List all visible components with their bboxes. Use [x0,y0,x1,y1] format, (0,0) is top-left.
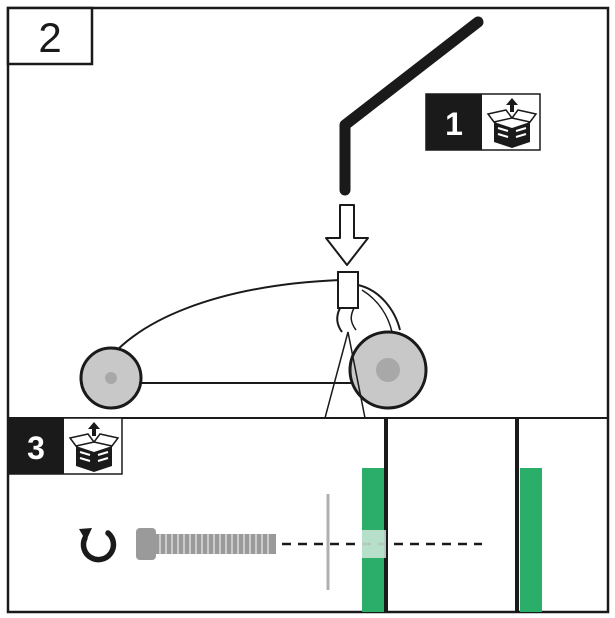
rotate-clockwise-icon [79,528,117,563]
rear-wheel [348,330,428,410]
frame-rail-right [515,418,542,612]
zoom-indicator [324,331,366,419]
callout-1: 1 [425,93,541,151]
down-arrow-icon [325,204,369,266]
callout-3-badge [8,418,64,474]
callout-3-number: 3 [27,430,45,466]
step-number-box: 2 [6,6,94,66]
parts-box-icon [68,422,120,472]
bolt [136,528,276,560]
bolt-hole [362,530,386,558]
front-wheel [79,346,143,410]
parts-box-icon [486,98,538,148]
handle-bracket [337,271,359,309]
step-number: 2 [38,14,61,61]
callout-1-number: 1 [445,106,463,142]
callout-3: 3 [7,417,123,475]
callout-1-badge [426,94,482,150]
handle-bar [339,16,484,196]
